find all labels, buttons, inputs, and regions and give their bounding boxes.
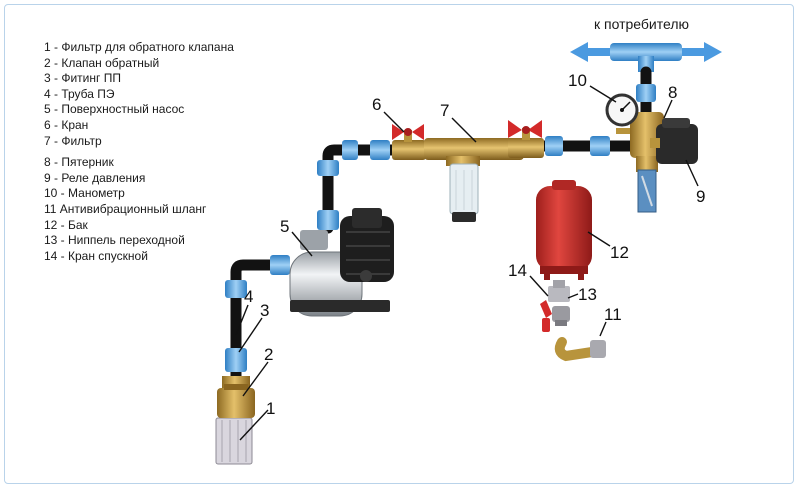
pp-fitting <box>317 160 339 176</box>
callout-6: 6 <box>372 95 381 114</box>
callout-4: 4 <box>244 287 253 306</box>
pp-fitting <box>636 84 656 102</box>
check-valve-filter <box>215 417 253 465</box>
legend-item: 14 - Кран спускной <box>44 248 148 263</box>
callout-13: 13 <box>578 285 597 304</box>
check-valve <box>217 376 255 418</box>
adapter-nipple <box>552 306 570 326</box>
pp-fitting <box>545 136 563 156</box>
callout-5: 5 <box>280 217 289 236</box>
callout-9: 9 <box>696 187 705 206</box>
legend-item: 2 - Клапан обратный <box>44 55 160 70</box>
legend-item: 3 - Фитинг ПП <box>44 71 121 86</box>
legend-item: 7 - Фильтр <box>44 133 102 148</box>
drain-valve <box>540 280 570 332</box>
callout-lines <box>235 85 699 441</box>
pp-fittings <box>225 84 656 372</box>
callout-numbers: 1 2 3 4 5 6 7 8 9 10 11 12 13 14 <box>244 71 705 418</box>
surface-pump <box>289 208 394 317</box>
ball-valve <box>392 124 426 160</box>
callout-1: 1 <box>266 399 275 418</box>
callout-2: 2 <box>264 345 273 364</box>
legend-item: 11 Антивибрационный шланг <box>44 201 207 216</box>
consumer-arrows <box>570 42 722 72</box>
expansion-tank <box>536 180 592 280</box>
legend-item: 10 - Манометр <box>44 186 125 201</box>
callout-8: 8 <box>668 83 677 102</box>
water-filter <box>424 138 524 222</box>
pp-fitting <box>270 255 290 275</box>
callout-3: 3 <box>260 301 269 320</box>
legend-item: 13 - Ниппель переходной <box>44 233 185 248</box>
callout-14: 14 <box>508 261 527 280</box>
legend-item: 8 - Пятерник <box>44 155 114 170</box>
legend-item: 1 - Фильтр для обратного клапана <box>44 40 234 54</box>
pp-fitting <box>225 348 247 372</box>
legend-item: 9 - Реле давления <box>44 170 146 185</box>
pressure-gauge <box>605 93 639 134</box>
pp-fitting <box>225 280 247 298</box>
tee-fitting <box>610 43 682 61</box>
legend-item: 4 - Труба ПЭ <box>44 86 115 101</box>
diagram-frame <box>4 4 794 484</box>
callout-12: 12 <box>610 243 629 262</box>
legend: 1 - Фильтр для обратного клапана 2 - Кла… <box>44 40 284 264</box>
ball-valve <box>508 120 544 158</box>
anti-vibration-hose <box>554 337 606 362</box>
legend-item: 12 - Бак <box>44 217 88 232</box>
pressure-switch <box>650 118 698 164</box>
legend-item: 6 - Кран <box>44 117 89 132</box>
consumer-label: к потребителю <box>594 16 689 32</box>
legend-item: 5 - Поверхностный насос <box>44 102 185 117</box>
pp-fitting <box>590 136 610 156</box>
callout-7: 7 <box>440 101 449 120</box>
callout-10: 10 <box>568 71 587 90</box>
callout-11: 11 <box>604 305 622 324</box>
pp-fitting <box>342 140 358 160</box>
pp-fitting <box>370 140 390 160</box>
pp-fitting <box>317 210 339 230</box>
